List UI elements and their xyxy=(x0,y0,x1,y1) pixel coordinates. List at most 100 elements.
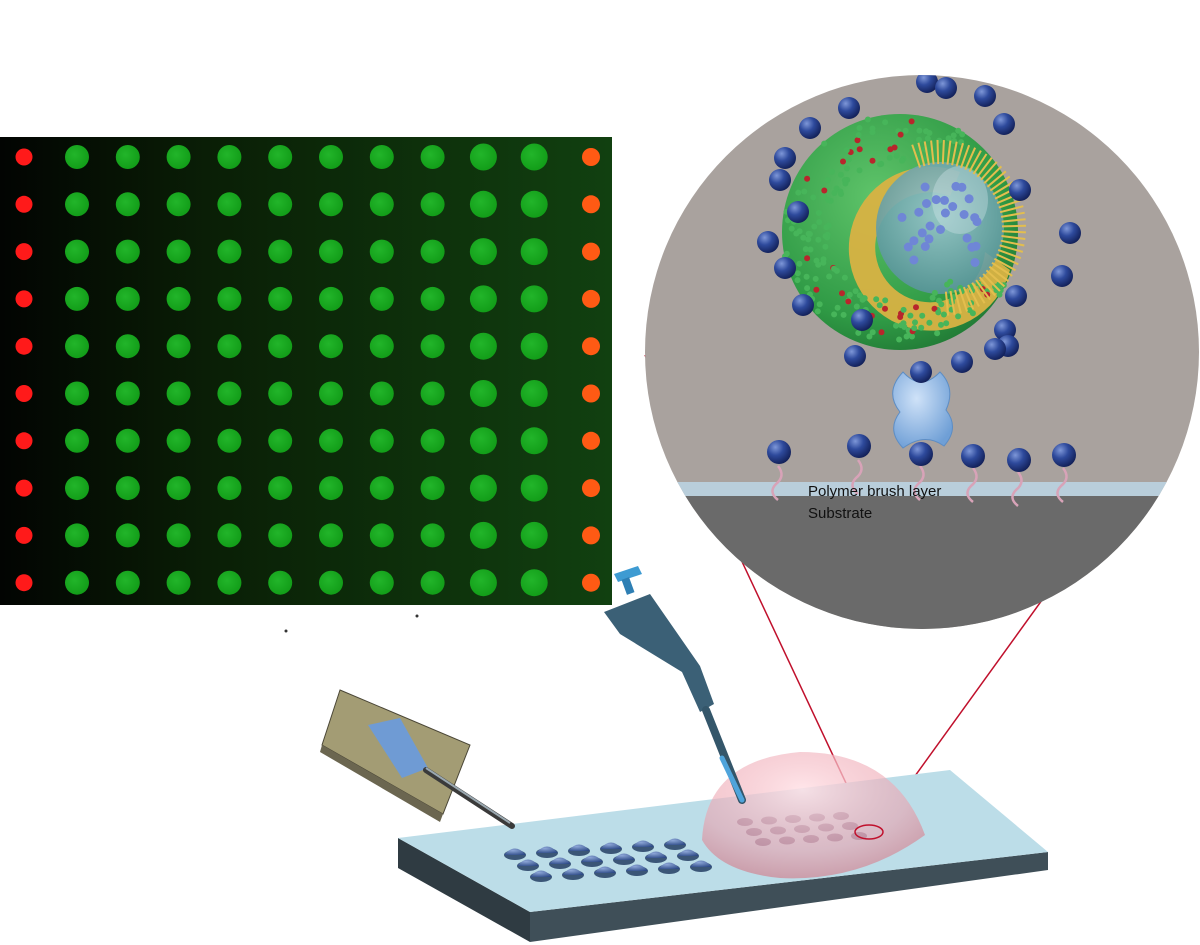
lipid-tail xyxy=(964,147,977,171)
lipid-head xyxy=(882,305,888,312)
lipid-tail xyxy=(976,157,993,178)
brush-label: Polymer brush layer xyxy=(808,483,941,500)
lipid-head xyxy=(869,157,876,164)
lipid-tail xyxy=(1001,235,1026,240)
lipid-head xyxy=(916,136,922,143)
lipid-head xyxy=(815,209,822,216)
surface-bead xyxy=(951,351,973,373)
lipid-tail xyxy=(955,142,964,167)
lipid-head xyxy=(897,131,904,138)
array-spot xyxy=(166,476,191,501)
array-spot xyxy=(520,569,548,597)
lipid-head xyxy=(899,157,905,164)
lipid-vesicle xyxy=(757,75,1081,373)
surface-bead xyxy=(787,201,809,223)
array-spot xyxy=(469,380,497,407)
lipid-head xyxy=(947,288,954,294)
lipid-head xyxy=(912,319,918,326)
lipid-head xyxy=(813,257,820,264)
lipid-head xyxy=(803,273,810,280)
array-spot xyxy=(420,428,445,453)
lipid-head xyxy=(916,127,923,134)
cargo-particle xyxy=(957,182,967,192)
cargo-particle xyxy=(925,221,935,231)
lipid-head xyxy=(840,311,847,318)
array-spot xyxy=(369,192,394,217)
lipid-tail xyxy=(998,198,1022,209)
lipid-head xyxy=(839,290,845,297)
lipid-head xyxy=(931,305,938,312)
array-spot xyxy=(319,570,343,595)
array-spot xyxy=(469,332,497,360)
surface-bead xyxy=(993,113,1015,135)
lipid-head xyxy=(838,191,844,197)
array-spot xyxy=(65,334,89,359)
spot-dome xyxy=(664,838,686,845)
array-spot xyxy=(469,285,497,313)
lipid-head xyxy=(873,296,880,303)
array-spot xyxy=(217,570,242,595)
array-spot xyxy=(520,427,548,455)
lipid-head xyxy=(893,152,900,159)
array-spot xyxy=(166,145,191,169)
surface-bead xyxy=(792,294,814,316)
lipid-head xyxy=(909,333,915,340)
glass-slide xyxy=(398,752,1048,942)
lipid-tail xyxy=(982,273,1001,292)
array-spot xyxy=(15,243,33,261)
lipid-head xyxy=(903,333,910,340)
spot-dome xyxy=(594,866,616,873)
lipid-head xyxy=(955,313,962,320)
lipid-head xyxy=(907,312,914,319)
array-spot xyxy=(65,192,89,217)
lipid-head xyxy=(795,189,802,196)
array-spot xyxy=(469,238,497,266)
lipid-head xyxy=(826,273,833,280)
array-spot xyxy=(582,148,600,166)
lipid-tail xyxy=(944,291,950,316)
stray-dot xyxy=(415,614,419,618)
array-spot xyxy=(217,476,242,501)
lipid-head xyxy=(823,224,830,231)
lipid-head xyxy=(783,250,790,257)
lipid-head xyxy=(825,197,831,203)
printed-spots xyxy=(504,838,712,882)
array-spot xyxy=(469,474,497,502)
lipid-head xyxy=(893,322,899,329)
lipid-head xyxy=(935,309,942,316)
stray-dot xyxy=(284,629,288,633)
lipid-head xyxy=(814,308,821,315)
array-spot xyxy=(319,145,343,169)
surface-bead xyxy=(1051,265,1073,287)
lipid-head xyxy=(854,137,861,144)
lipid-head xyxy=(843,147,850,154)
array-spot xyxy=(65,145,89,169)
lipid-head xyxy=(804,255,811,262)
lipid-head xyxy=(864,116,871,123)
spot-dome xyxy=(568,844,590,851)
lipid-head xyxy=(805,236,812,243)
array-spot xyxy=(166,192,191,217)
pipette-plunger-cap xyxy=(614,566,642,582)
lipid-head xyxy=(804,285,811,292)
lipid-head xyxy=(822,243,829,250)
lipid-head xyxy=(926,130,933,136)
array-spot xyxy=(268,192,293,217)
array-spot xyxy=(582,431,600,450)
lipid-tail xyxy=(991,261,1013,277)
array-spot xyxy=(582,242,600,261)
lipid-head xyxy=(886,154,893,161)
surface-bead xyxy=(1059,222,1081,244)
lipid-head xyxy=(831,190,838,196)
array-spot xyxy=(15,195,33,213)
lipid-head xyxy=(934,330,941,337)
lipid-head xyxy=(926,319,933,326)
cargo-particle xyxy=(920,182,930,192)
array-spot xyxy=(520,285,548,313)
lipid-head xyxy=(805,230,812,237)
cargo-particle xyxy=(931,195,941,205)
array-spot xyxy=(115,334,140,359)
lipid-tail xyxy=(999,205,1024,214)
array-spot xyxy=(520,190,548,218)
lipid-head xyxy=(856,167,863,174)
